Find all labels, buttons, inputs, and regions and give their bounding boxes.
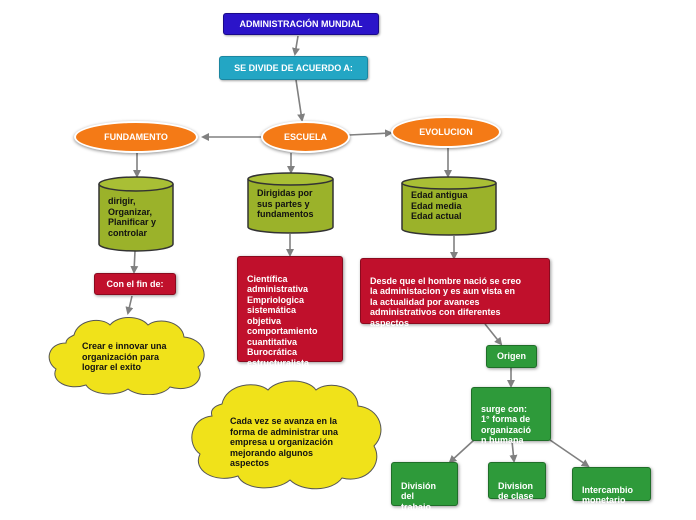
divide-label: SE DIVIDE DE ACUERDO A: (234, 63, 353, 73)
arrow-title-divide (292, 35, 300, 56)
fundamento-label: FUNDAMENTO (104, 132, 168, 142)
arrow-desde-origen (484, 323, 503, 346)
division-clase-node[interactable]: Division de clase (488, 462, 546, 502)
cada-vez-text: Cada vez se avanza en la forma de admini… (230, 416, 339, 468)
fundamento-detail-text: dirigir, Organizar, Planificar y control… (108, 196, 157, 238)
desde-node[interactable]: Desde que el hombre nació se creo la adm… (360, 258, 550, 328)
division-trabajo-text: División del trabajo (401, 480, 437, 512)
surge-node[interactable]: surge con: 1° forma de organizació n hum… (471, 387, 551, 445)
origen-label: Origen (496, 351, 526, 362)
evolucion-label: EVOLUCION (419, 127, 473, 137)
cylinder-shape (401, 176, 497, 236)
surge-text: surge con: 1° forma de organizació n hum… (481, 403, 532, 446)
arrow-escuela-evolucion (348, 129, 393, 138)
cloud-shape (191, 380, 382, 490)
evolucion-detail-text: Edad antigua Edad media Edad actual (411, 190, 468, 221)
arrow-surge-clase (509, 440, 518, 463)
cylinder-shape (98, 176, 174, 252)
intercambio-node[interactable]: Intercambio monetario (572, 467, 651, 505)
arrow-surge-trabajo (448, 439, 475, 464)
escuela-tipos-text: Científica administrativa Empriologica s… (247, 273, 318, 368)
evolucion-detail-node[interactable]: Edad antigua Edad media Edad actual (401, 176, 497, 236)
divide-node[interactable]: SE DIVIDE DE ACUERDO A: (219, 56, 368, 80)
title-label: ADMINISTRACIÓN MUNDIAL (239, 19, 363, 29)
con-fin-label: Con el fin de: (106, 278, 164, 289)
division-clase-text: Division de clase (498, 480, 534, 502)
escuela-node[interactable]: ESCUELA (261, 121, 350, 153)
arrow-surge-intercambio (549, 439, 590, 468)
cloud-shape (48, 317, 205, 395)
escuela-detail-text: Dirigidas por sus partes y fundamentos (257, 188, 314, 219)
crear-innovar-text: Crear e innovar una organización para lo… (82, 341, 167, 372)
arrow-fundamento-fin (130, 250, 139, 274)
desde-text: Desde que el hombre nació se creo la adm… (370, 275, 522, 328)
origen-node[interactable]: Origen (486, 345, 537, 368)
fundamento-detail-node[interactable]: dirigir, Organizar, Planificar y control… (98, 176, 174, 252)
escuela-detail-node[interactable]: Dirigidas por sus partes y fundamentos (247, 172, 334, 234)
title-node[interactable]: ADMINISTRACIÓN MUNDIAL (223, 13, 379, 35)
evolucion-node[interactable]: EVOLUCION (391, 116, 501, 148)
crear-innovar-cloud[interactable]: Crear e innovar una organización para lo… (44, 313, 210, 395)
fundamento-node[interactable]: FUNDAMENTO (74, 121, 198, 153)
cylinder-shape (247, 172, 334, 234)
escuela-label: ESCUELA (283, 132, 327, 142)
arrow-fin-crear (125, 295, 134, 315)
division-trabajo-node[interactable]: División del trabajo (391, 462, 458, 512)
arrow-divide-escuela (295, 79, 306, 122)
cada-vez-cloud[interactable]: Cada vez se avanza en la forma de admini… (186, 376, 388, 492)
intercambio-text: Intercambio monetario (582, 484, 634, 506)
escuela-tipos-node[interactable]: Científica administrativa Empriologica s… (237, 256, 343, 368)
con-fin-node[interactable]: Con el fin de: (94, 273, 176, 295)
